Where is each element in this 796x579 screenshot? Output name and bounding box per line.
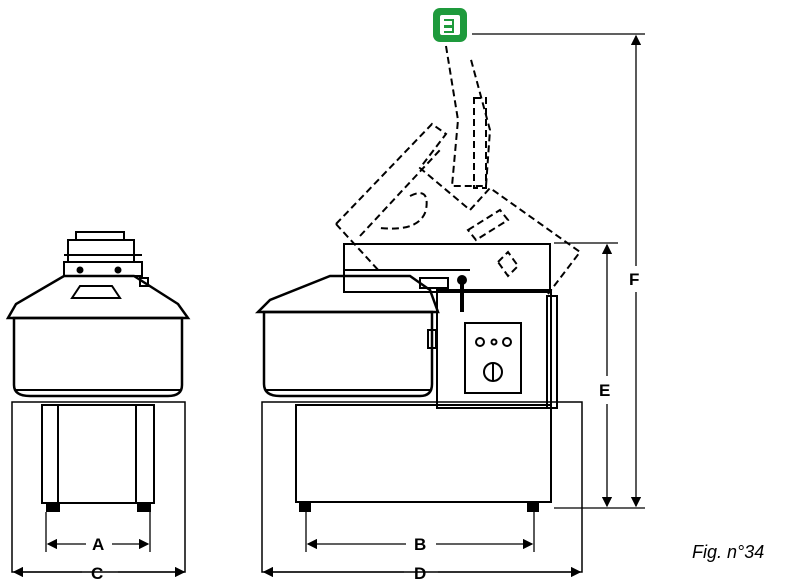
badge-glyph [440,15,460,35]
figure-caption: Fig. n°34 [692,542,764,563]
dimension-label-e: E [599,381,610,400]
dimension-label-c: C [91,564,103,579]
dimension-label-a: A [92,535,104,554]
dimension-label-b: B [414,535,426,554]
dimension-label-d: D [414,564,426,579]
raised-head-outline [336,46,580,294]
front-view [8,232,188,572]
dimension-label-f: F [629,270,639,289]
green-m-badge-icon [433,8,467,42]
